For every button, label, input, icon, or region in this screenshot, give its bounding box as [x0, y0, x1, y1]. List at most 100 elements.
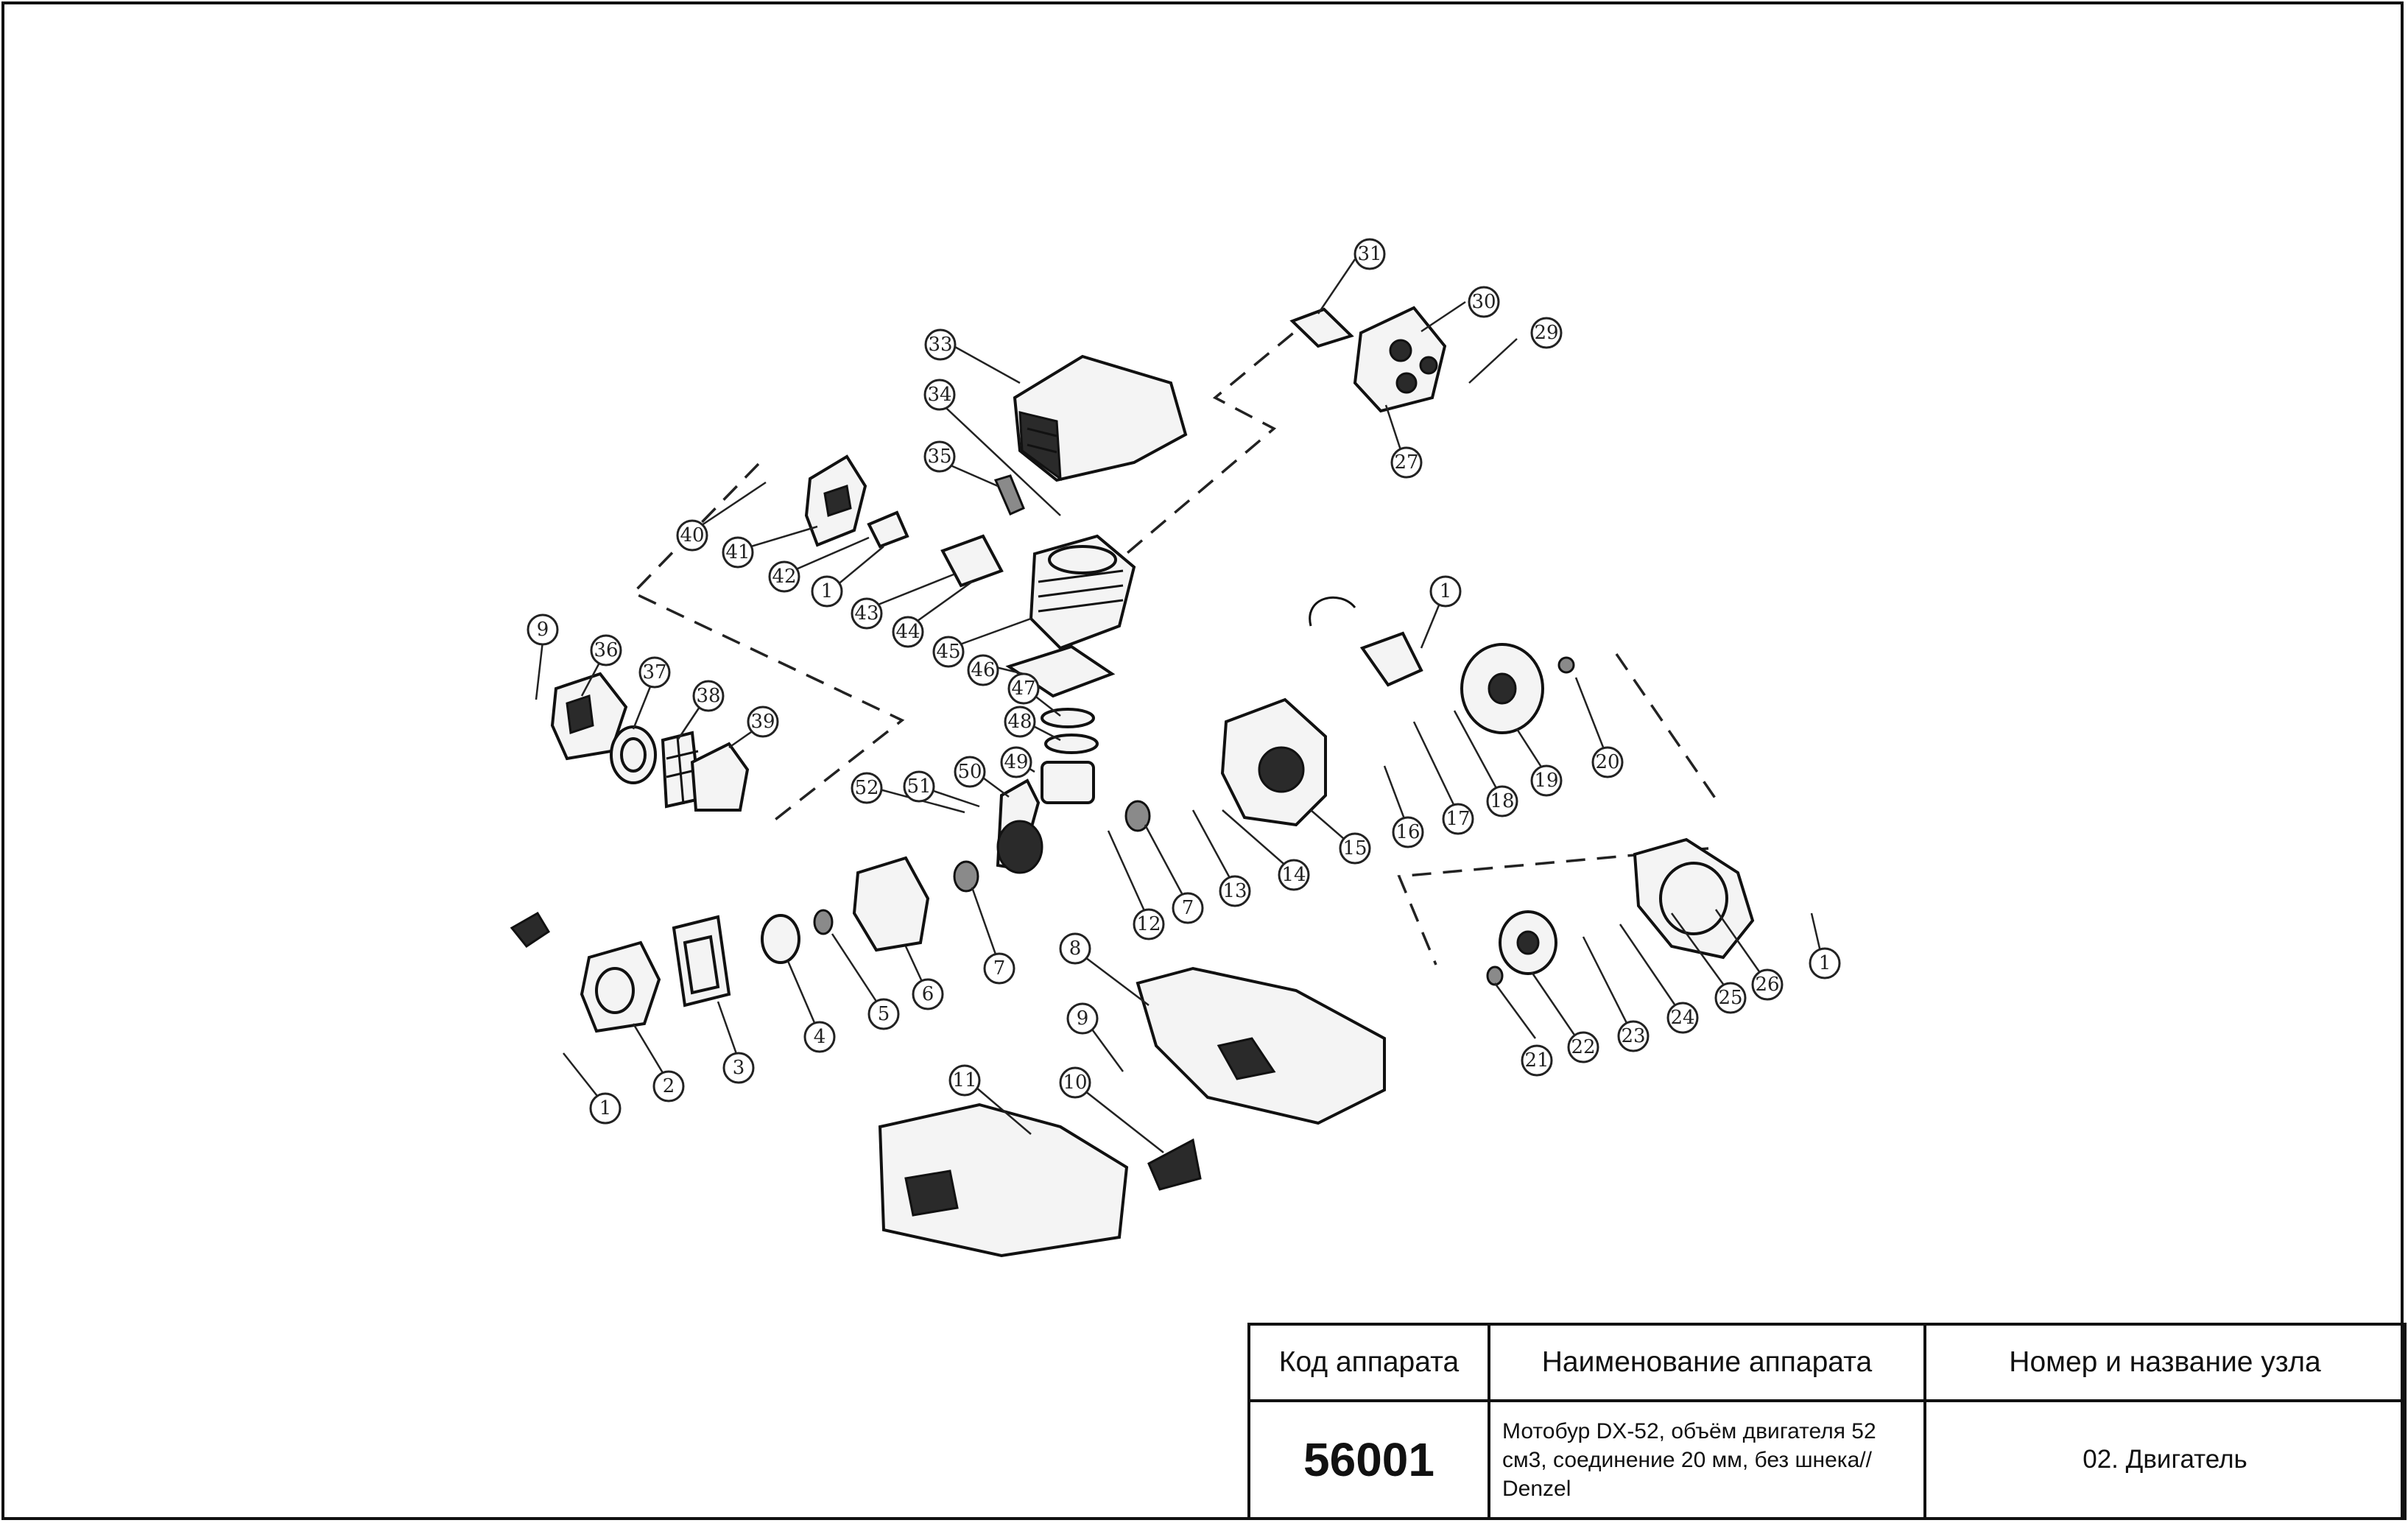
- callout-label: 35: [927, 446, 951, 468]
- callout-label: 49: [1004, 751, 1028, 773]
- ignition-coil: [1309, 596, 1423, 687]
- callout-24: 24: [1666, 1002, 1699, 1034]
- intake-manifold: [940, 534, 1004, 588]
- callout-5: 5: [867, 998, 900, 1030]
- callout-label: 12: [1136, 913, 1161, 935]
- crankcase-right: [1220, 697, 1327, 827]
- callout-10: 10: [1059, 1066, 1091, 1099]
- callout-20: 20: [1591, 746, 1624, 778]
- header-device-name: Наименование аппарата: [1488, 1323, 1926, 1402]
- callout-50: 50: [954, 756, 986, 788]
- callout-label: 7: [1182, 897, 1194, 919]
- callout-label: 2: [663, 1075, 675, 1097]
- callout-label: 8: [1069, 938, 1082, 960]
- callout-43: 43: [851, 597, 883, 630]
- callout-22: 22: [1567, 1031, 1599, 1063]
- callout-label: 21: [1524, 1049, 1549, 1072]
- callout-label: 40: [680, 524, 704, 546]
- muffler-shield: [1289, 307, 1354, 348]
- callout-6: 6: [912, 978, 944, 1010]
- callout-12: 12: [1133, 908, 1165, 940]
- callout-34: 34: [923, 379, 956, 411]
- callout-label: 38: [696, 685, 720, 707]
- piston-rings: [1041, 708, 1099, 754]
- callout-label: 30: [1471, 291, 1496, 313]
- callout-label: 3: [733, 1057, 745, 1079]
- callout-label: 14: [1281, 864, 1306, 886]
- callout-label: 5: [878, 1003, 890, 1025]
- callout-17: 17: [1442, 803, 1474, 835]
- callout-30: 30: [1468, 286, 1500, 318]
- callout-label: 18: [1490, 790, 1514, 812]
- callout-37: 37: [638, 656, 671, 689]
- cylinder: [1029, 534, 1136, 650]
- callout-16: 16: [1392, 816, 1424, 848]
- callout-label: 31: [1357, 243, 1381, 265]
- callout-3: 3: [722, 1052, 755, 1084]
- callout-9: 9: [1066, 1002, 1099, 1035]
- carburetor: [804, 454, 867, 547]
- callout-13: 13: [1219, 875, 1251, 907]
- callout-26: 26: [1751, 968, 1784, 1001]
- bearing-left: [953, 860, 979, 893]
- clutch: [1499, 910, 1557, 975]
- callout-label: 24: [1670, 1007, 1694, 1029]
- group-line-carburetor: [631, 462, 905, 823]
- callout-label: 29: [1534, 322, 1558, 344]
- callout-1: 1: [1809, 947, 1841, 979]
- device-name-value: Мотобур DX-52, объём двигателя 52 см3, с…: [1488, 1399, 1926, 1520]
- oil-seal: [813, 909, 834, 935]
- group-line-muffler: [1118, 312, 1318, 561]
- bearing-right: [1124, 800, 1151, 832]
- callout-label: 19: [1534, 770, 1558, 792]
- callout-label: 1: [599, 1097, 612, 1119]
- callout-label: 39: [750, 711, 775, 733]
- callout-42: 42: [768, 560, 800, 593]
- carburetor-gasket: [867, 510, 909, 549]
- callout-8: 8: [1059, 932, 1091, 965]
- callout-label: 45: [936, 641, 960, 663]
- callout-label: 1: [1440, 580, 1452, 602]
- engine-base: [878, 1102, 1129, 1258]
- recoil-starter: [510, 911, 661, 1033]
- callout-label: 52: [854, 777, 879, 799]
- throttle-lever: [1147, 1138, 1202, 1191]
- callout-label: 51: [906, 775, 931, 798]
- callout-25: 25: [1714, 982, 1747, 1014]
- callout-label: 10: [1063, 1072, 1087, 1094]
- callout-label: 20: [1595, 751, 1619, 773]
- callout-44: 44: [892, 616, 924, 648]
- callout-1: 1: [811, 575, 843, 608]
- callout-27: 27: [1390, 446, 1423, 479]
- callout-49: 49: [1000, 746, 1032, 778]
- muffler: [1353, 306, 1447, 413]
- callout-9: 9: [527, 613, 559, 646]
- callout-label: 44: [895, 621, 920, 643]
- header-node-number-name: Номер и название узла: [1923, 1323, 2407, 1402]
- callout-label: 46: [971, 659, 995, 681]
- clutch-washer: [1486, 965, 1504, 986]
- callout-label: 25: [1718, 987, 1742, 1009]
- callout-label: 34: [927, 384, 951, 406]
- header-device-code: Код аппарата: [1247, 1323, 1490, 1402]
- callout-label: 11: [952, 1069, 976, 1091]
- callout-52: 52: [851, 772, 883, 804]
- callout-label: 4: [814, 1026, 826, 1048]
- callout-label: 1: [821, 580, 834, 602]
- callout-label: 6: [922, 983, 934, 1005]
- callout-51: 51: [903, 770, 935, 803]
- callout-21: 21: [1521, 1044, 1553, 1077]
- callout-label: 41: [725, 541, 750, 563]
- starter-pulley: [761, 914, 800, 964]
- callout-1: 1: [589, 1092, 622, 1125]
- node-value: 02. Двигатель: [1923, 1399, 2407, 1520]
- callout-47: 47: [1007, 672, 1040, 705]
- callout-33: 33: [924, 328, 957, 361]
- callout-label: 22: [1571, 1036, 1595, 1058]
- fuel-tank: [1136, 966, 1386, 1125]
- callout-label: 42: [772, 566, 796, 588]
- callout-label: 1: [1819, 952, 1831, 974]
- spark-plug: [993, 474, 1025, 516]
- callout-18: 18: [1486, 785, 1518, 817]
